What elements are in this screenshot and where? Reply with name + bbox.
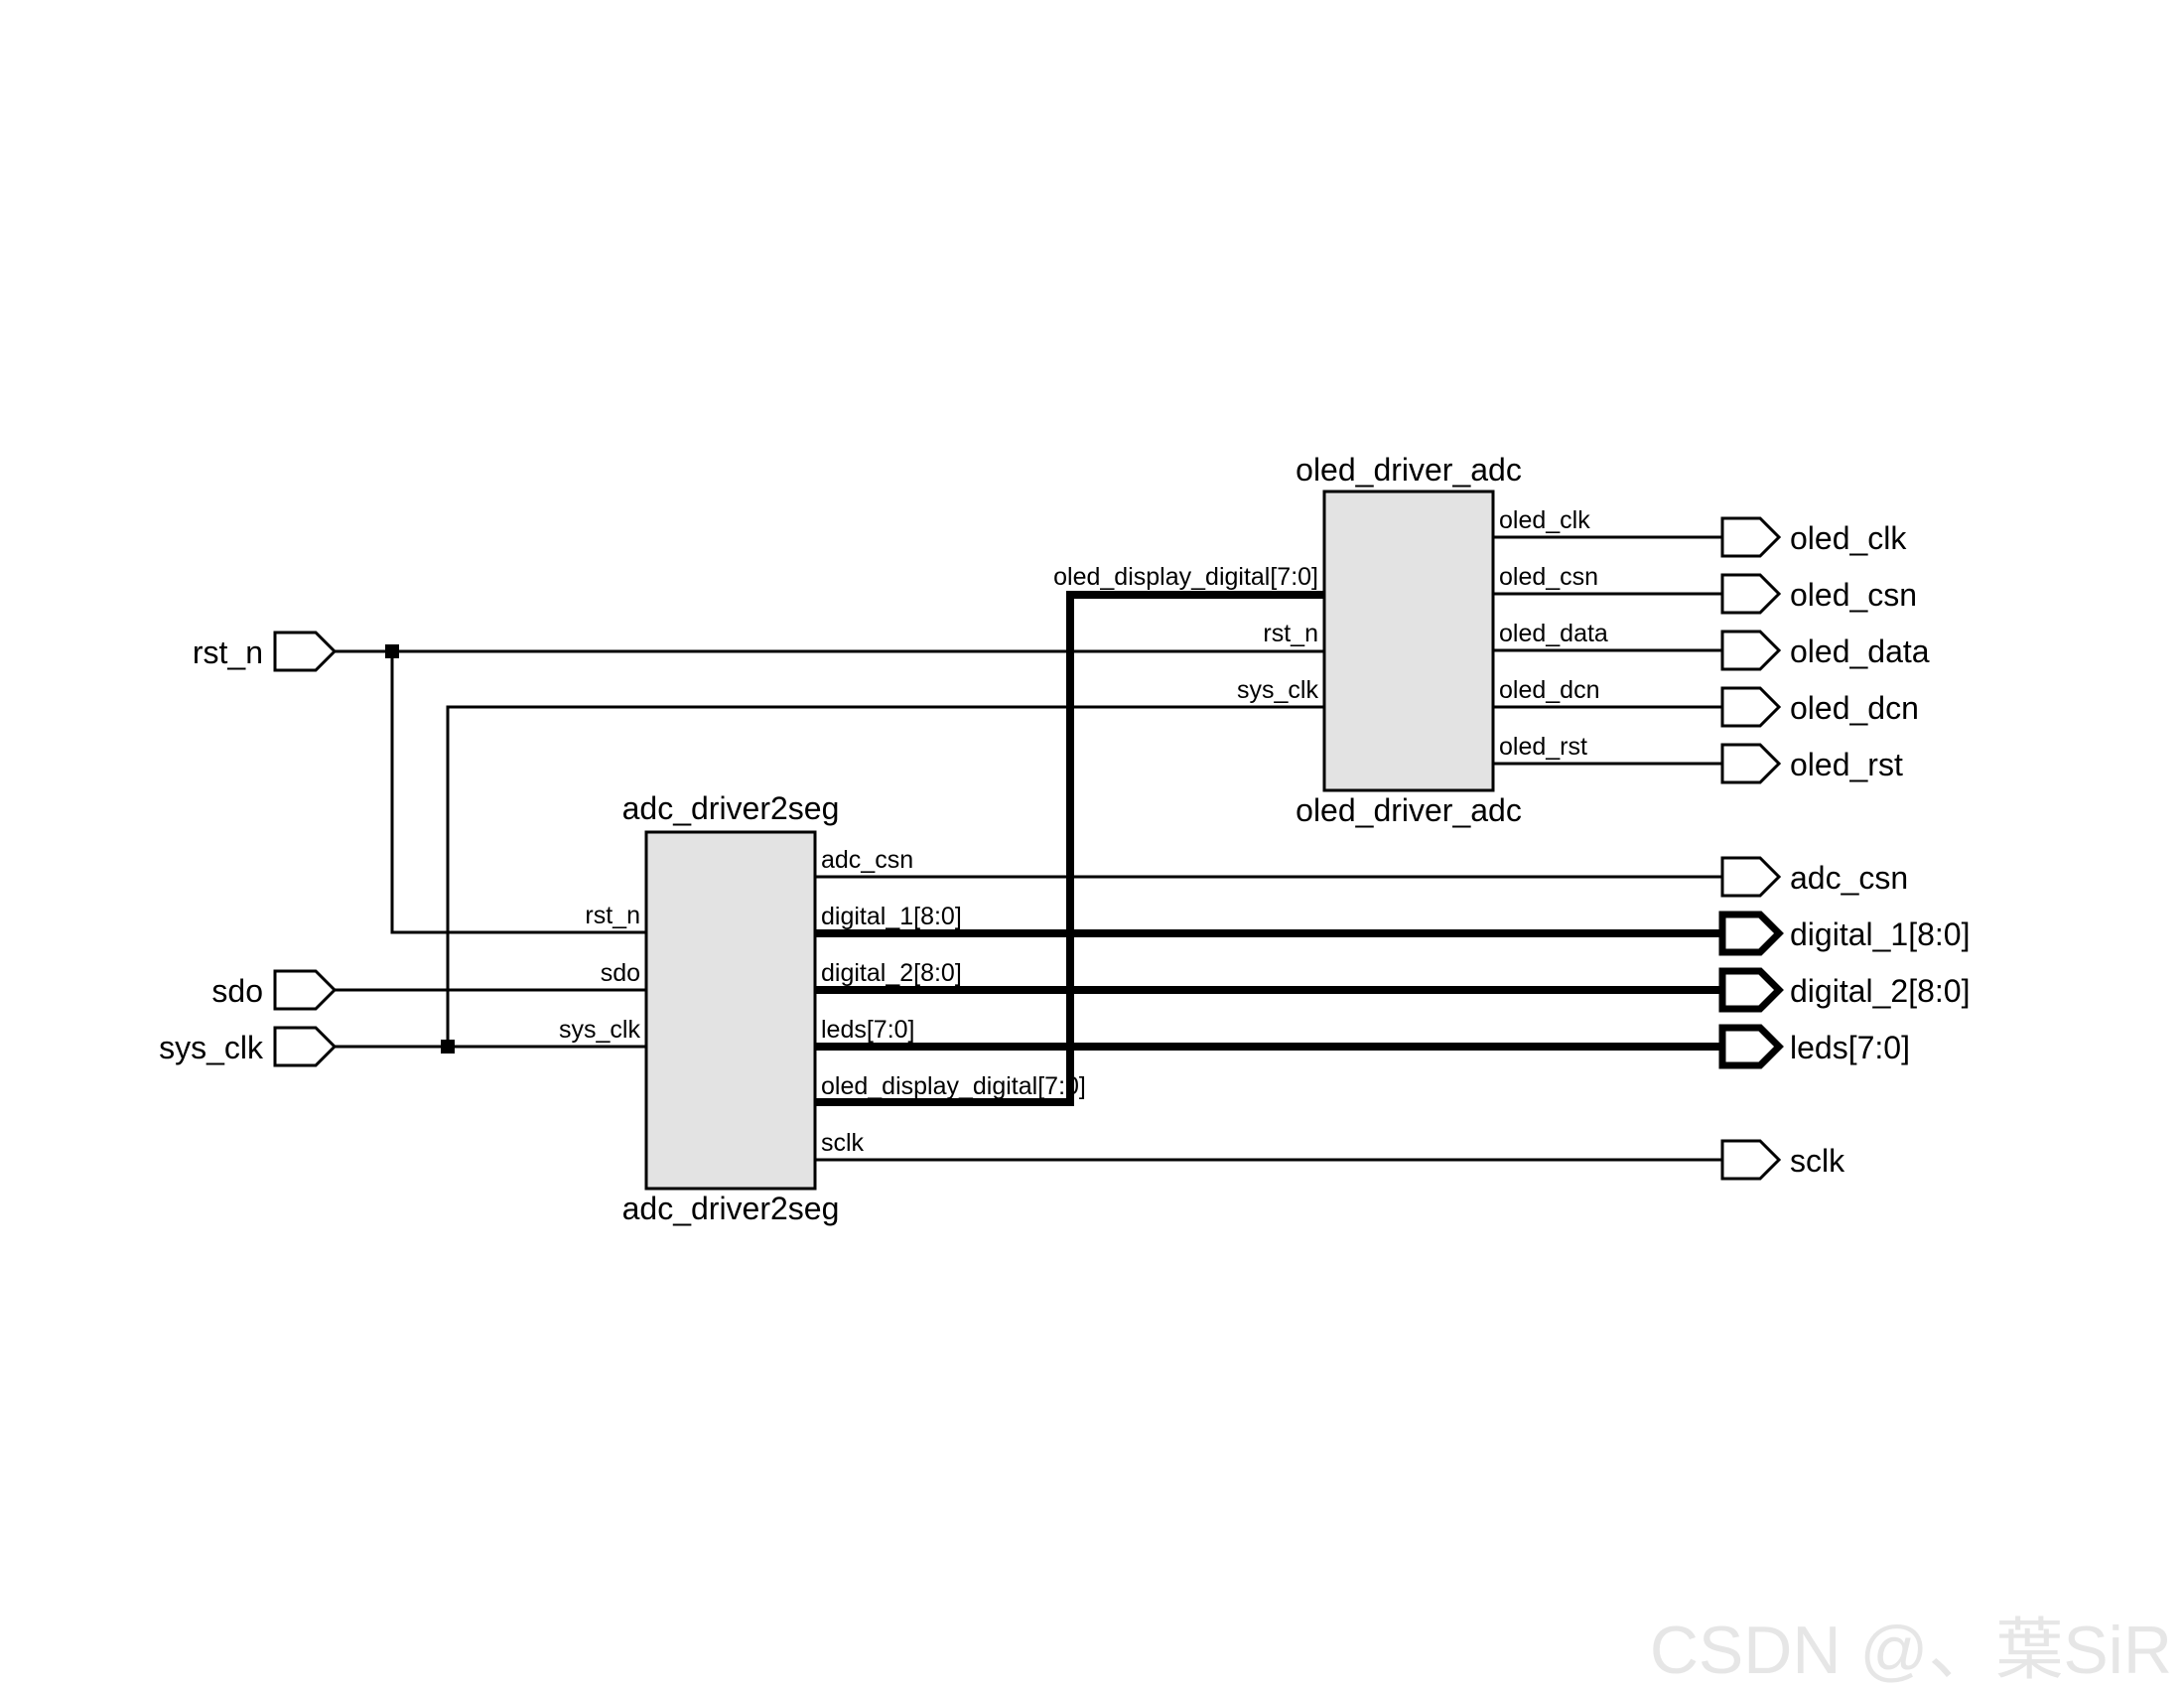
pentagon-arrow-icon (273, 631, 338, 672)
net-oled_display_digital[interactable] (786, 591, 1352, 1106)
pentagon-arrow-icon (1720, 573, 1782, 615)
pin-label: digital_2[8:0] (821, 959, 962, 987)
block-oled_driver_adc[interactable] (1322, 490, 1495, 792)
pentagon-arrow-icon (273, 1026, 338, 1067)
instance-subtitle: oled_driver_adc (1296, 792, 1522, 828)
pin-label: oled_rst (1499, 733, 1587, 761)
junction-sys_clk (441, 1040, 455, 1054)
port-label: oled_csn (1790, 577, 1917, 613)
pin-label: oled_display_digital[7:0] (821, 1072, 1086, 1100)
output-port-sclk[interactable]: sclk (1720, 1139, 1845, 1181)
pin-label: leds[7:0] (821, 1016, 915, 1044)
port-label: digital_2[8:0] (1790, 973, 1970, 1009)
nets (335, 535, 1722, 1162)
pentagon-arrow-icon (1718, 911, 1784, 956)
net-rst_n[interactable] (335, 649, 1352, 934)
block-adc_driver2seg[interactable] (644, 830, 817, 1191)
pentagon-arrow-icon (1718, 1024, 1784, 1069)
pentagon-arrow-icon (1720, 686, 1782, 728)
pentagon-arrow-icon (1720, 1139, 1782, 1181)
pin-label: sclk (821, 1129, 865, 1157)
port-label: digital_1[8:0] (1790, 916, 1970, 952)
pin-label: rst_n (585, 902, 640, 929)
pin-label: sys_clk (1237, 676, 1318, 704)
port-label: leds[7:0] (1790, 1030, 1910, 1065)
output-port-digital_1[interactable]: digital_1[8:0] (1718, 911, 1970, 956)
pin-label: adc_csn (821, 846, 913, 874)
port-label: sdo (211, 973, 263, 1009)
pentagon-arrow-icon (1720, 516, 1782, 558)
port-label: oled_clk (1790, 520, 1907, 556)
input-port-sdo[interactable]: sdo (211, 969, 338, 1011)
input-port-sys_clk[interactable]: sys_clk (159, 1026, 338, 1067)
input-port-rst_n[interactable]: rst_n (193, 631, 338, 672)
pentagon-arrow-icon (1720, 743, 1782, 784)
instance-subtitle: adc_driver2seg (622, 1191, 840, 1226)
port-label: oled_data (1790, 633, 1930, 669)
port-label: rst_n (193, 634, 263, 670)
output-port-oled_dcn[interactable]: oled_dcn (1720, 686, 1919, 728)
port-label: oled_rst (1790, 747, 1903, 782)
port-label: sys_clk (159, 1030, 264, 1065)
pentagon-arrow-icon (1720, 630, 1782, 671)
pentagon-arrow-icon (1720, 856, 1782, 898)
port-label: sclk (1790, 1143, 1845, 1179)
output-port-oled_clk[interactable]: oled_clk (1720, 516, 1907, 558)
pin-label: oled_data (1499, 620, 1608, 647)
pin-label: sys_clk (559, 1016, 640, 1044)
pin-label: oled_csn (1499, 563, 1598, 591)
watermark: CSDN @、葉SiR (1650, 1613, 2172, 1688)
output-port-oled_csn[interactable]: oled_csn (1720, 573, 1917, 615)
output-port-leds[interactable]: leds[7:0] (1718, 1024, 1910, 1069)
pin-label: sdo (601, 959, 640, 987)
port-label: oled_dcn (1790, 690, 1919, 726)
pentagon-arrow-icon (1718, 967, 1784, 1013)
net-sys_clk[interactable] (335, 705, 1352, 1049)
junction-rst_n (385, 644, 399, 658)
port-label: adc_csn (1790, 860, 1908, 896)
pin-label: rst_n (1263, 620, 1318, 647)
pentagon-arrow-icon (273, 969, 338, 1011)
output-port-digital_2[interactable]: digital_2[8:0] (1718, 967, 1970, 1013)
output-port-oled_data[interactable]: oled_data (1720, 630, 1930, 671)
pin-label: oled_clk (1499, 506, 1590, 534)
instance-title: adc_driver2seg (622, 790, 840, 826)
instance-title: oled_driver_adc (1296, 452, 1522, 488)
output-port-oled_rst[interactable]: oled_rst (1720, 743, 1903, 784)
pin-label: oled_dcn (1499, 676, 1599, 704)
pin-label: oled_display_digital[7:0] (1053, 563, 1318, 591)
pin-label: digital_1[8:0] (821, 903, 962, 930)
output-port-adc_csn[interactable]: adc_csn (1720, 856, 1908, 898)
